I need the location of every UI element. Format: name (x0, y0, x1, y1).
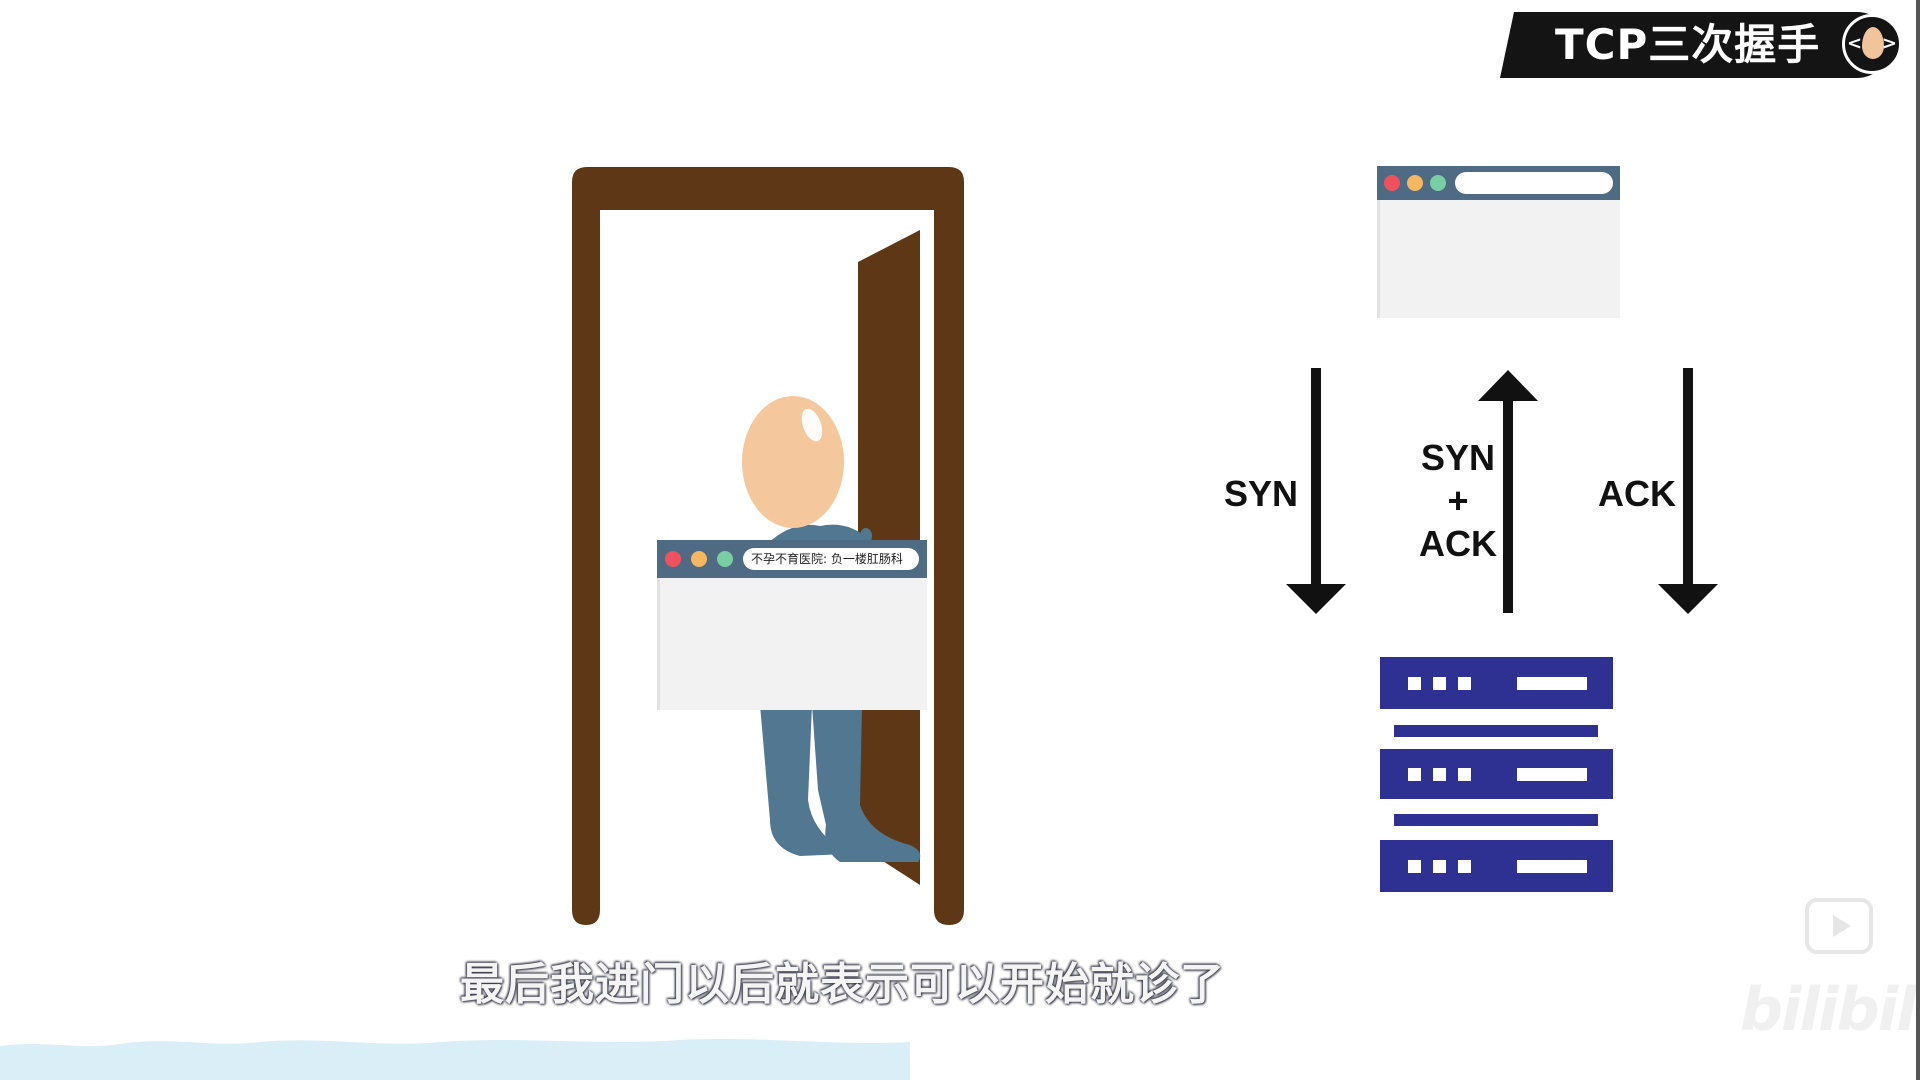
server-unit (1380, 657, 1613, 709)
label-syn-ack-line1: SYN (1420, 437, 1496, 478)
arrow-down-icon (1286, 368, 1346, 614)
bilibili-logo: bilibili (1740, 975, 1920, 1045)
client-window-body (1377, 200, 1620, 318)
label-syn-ack-line2: + (1447, 480, 1469, 521)
client-window-titlebar (1377, 166, 1620, 200)
server-divider (1394, 814, 1598, 826)
person-torso (766, 524, 870, 545)
label-syn-ack: SYN + ACK (1413, 436, 1503, 568)
label-syn: SYN (1223, 473, 1299, 514)
popup-window-body (657, 578, 927, 710)
play-button-icon[interactable] (1805, 898, 1873, 954)
person-right-leg (812, 705, 921, 862)
server-unit (1380, 840, 1613, 892)
label-ack: ACK (1598, 473, 1676, 514)
minimize-dot-icon[interactable] (1407, 175, 1423, 191)
arrow-up-icon (1478, 370, 1538, 613)
egg-head (742, 396, 844, 528)
maximize-dot-icon[interactable] (717, 551, 733, 567)
client-address-bar[interactable] (1455, 172, 1613, 194)
person-left-leg (760, 705, 846, 856)
close-dot-icon[interactable] (1384, 175, 1400, 191)
popup-browser-window: 不孕不育医院: 负一楼肛肠科 (657, 540, 927, 710)
label-syn-ack-line3: ACK (1419, 523, 1497, 564)
title-badge (1500, 12, 1890, 78)
close-dot-icon[interactable] (665, 551, 681, 567)
popup-address-bar[interactable]: 不孕不育医院: 负一楼肛肠科 (743, 548, 919, 570)
video-title: TCP三次握手 (1555, 20, 1821, 69)
server-divider (1394, 725, 1598, 737)
maximize-dot-icon[interactable] (1430, 175, 1446, 191)
arrow-down-icon (1658, 368, 1718, 614)
frame-edge (1916, 0, 1920, 1080)
subtitle-caption: 最后我进门以后就表示可以开始就诊了 (460, 959, 1225, 1010)
client-browser-window (1377, 166, 1620, 318)
popup-window-titlebar: 不孕不育医院: 负一楼肛肠科 (657, 540, 927, 578)
minimize-dot-icon[interactable] (691, 551, 707, 567)
egg-avatar-icon: < > (1842, 14, 1902, 74)
server-icon (1380, 657, 1613, 892)
egg-head-highlight (801, 408, 823, 442)
server-unit (1380, 749, 1613, 799)
popup-address-text: 不孕不育医院: 负一楼肛肠科 (751, 552, 903, 566)
bottom-wave-strip (0, 1039, 910, 1080)
